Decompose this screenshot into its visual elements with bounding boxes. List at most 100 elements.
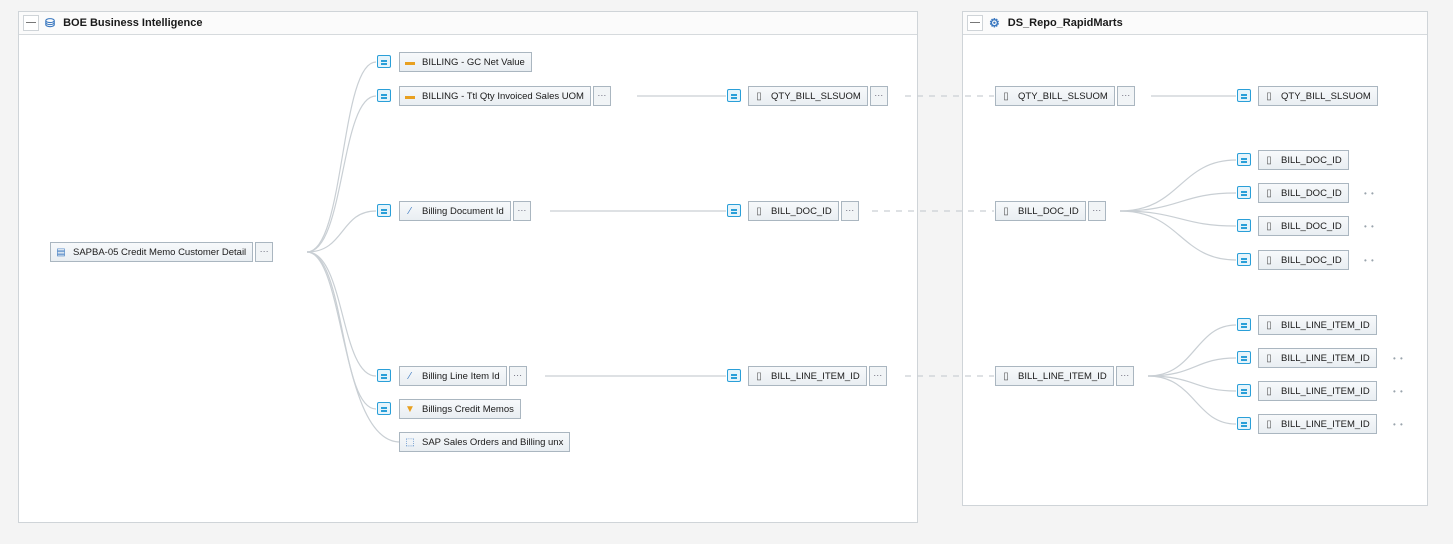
bill-doc-id-leaf-node[interactable]: ▯ BILL_DOC_ID	[1258, 183, 1349, 203]
bill-doc-id-leaf-node[interactable]: ▯ BILL_DOC_ID	[1258, 150, 1349, 170]
more-indicator[interactable]: • •	[1364, 189, 1375, 198]
expand-button[interactable]: ···	[1116, 86, 1135, 106]
node-label: QTY_BILL_SLSUOM	[1018, 90, 1108, 102]
bill-doc-id-leaf-node[interactable]: ▯ BILL_DOC_ID	[1258, 216, 1349, 236]
node-label: BILL_DOC_ID	[1281, 254, 1342, 266]
expand-button[interactable]: ···	[592, 86, 611, 106]
node-label: Billing Line Item Id	[422, 370, 500, 382]
node-label: BILL_LINE_ITEM_ID	[1281, 352, 1370, 364]
node-label: BILL_DOC_ID	[1281, 220, 1342, 232]
lineage-link-icon[interactable]	[727, 89, 741, 102]
measure-icon: ▬	[405, 56, 415, 68]
billing-document-id-node[interactable]: ⁄ Billing Document Id ···	[399, 201, 531, 221]
panel-title: BOE Business Intelligence	[63, 17, 203, 29]
node-label: SAPBA-05 Credit Memo Customer Detail	[73, 246, 247, 258]
lineage-link-icon[interactable]	[1237, 384, 1251, 397]
lineage-link-icon[interactable]	[1237, 153, 1251, 166]
expand-button[interactable]: ···	[1115, 366, 1134, 386]
column-icon: ▯	[1266, 418, 1272, 430]
qty-bill-slsuom-mid-node[interactable]: ▯ QTY_BILL_SLSUOM ···	[748, 86, 888, 106]
lineage-link-icon[interactable]	[1237, 417, 1251, 430]
column-icon: ▯	[1266, 187, 1272, 199]
lineage-link-icon[interactable]	[377, 55, 391, 68]
expand-button[interactable]: ···	[508, 366, 527, 386]
lineage-link-icon[interactable]	[1237, 219, 1251, 232]
expand-button[interactable]: ···	[512, 201, 531, 221]
lineage-link-icon[interactable]	[377, 89, 391, 102]
sales-orders-universe-node[interactable]: ⬚ SAP Sales Orders and Billing unx	[399, 432, 571, 452]
lineage-link-icon[interactable]	[1237, 351, 1251, 364]
lineage-link-icon[interactable]	[1237, 253, 1251, 266]
universe-icon: ⬚	[405, 436, 415, 448]
lineage-link-icon[interactable]	[377, 369, 391, 382]
expand-button[interactable]: ···	[255, 242, 274, 262]
qty-bill-slsuom-ds-node[interactable]: ▯ QTY_BILL_SLSUOM ···	[995, 86, 1135, 106]
node-label: BILL_DOC_ID	[1281, 187, 1342, 199]
lineage-link-icon[interactable]	[727, 369, 741, 382]
node-label: BILL_DOC_ID	[1281, 154, 1342, 166]
data-services-icon: ⚙	[989, 16, 1000, 30]
filter-icon: ▼	[405, 403, 415, 415]
column-icon: ▯	[1266, 385, 1272, 397]
node-label: Billings Credit Memos	[422, 403, 514, 415]
column-icon: ▯	[1003, 370, 1009, 382]
collapse-button[interactable]: —	[967, 15, 983, 31]
lineage-link-icon[interactable]	[1237, 186, 1251, 199]
root-report-node[interactable]: ▤ SAPBA-05 Credit Memo Customer Detail ·…	[50, 242, 274, 262]
node-label: BILL_LINE_ITEM_ID	[1018, 370, 1107, 382]
bill-line-item-id-leaf-node[interactable]: ▯ BILL_LINE_ITEM_ID	[1258, 315, 1377, 335]
column-icon: ▯	[1266, 220, 1272, 232]
node-label: SAP Sales Orders and Billing unx	[422, 436, 564, 448]
expand-button[interactable]: ···	[869, 86, 888, 106]
column-icon: ▯	[1266, 352, 1272, 364]
bill-line-item-id-ds-node[interactable]: ▯ BILL_LINE_ITEM_ID ···	[995, 366, 1134, 386]
bill-line-item-id-leaf-node[interactable]: ▯ BILL_LINE_ITEM_ID	[1258, 381, 1377, 401]
column-icon: ▯	[1266, 319, 1272, 331]
bill-line-item-id-leaf-node[interactable]: ▯ BILL_LINE_ITEM_ID	[1258, 414, 1377, 434]
lineage-link-icon[interactable]	[1237, 89, 1251, 102]
column-icon: ▯	[1266, 254, 1272, 266]
gc-net-value-node[interactable]: ▬ BILLING - GC Net Value	[399, 52, 532, 72]
lineage-link-icon[interactable]	[377, 402, 391, 415]
ttl-qty-node[interactable]: ▬ BILLING - Ttl Qty Invoiced Sales UOM ·…	[399, 86, 611, 106]
node-label: BILL_LINE_ITEM_ID	[1281, 418, 1370, 430]
bill-line-item-id-mid-node[interactable]: ▯ BILL_LINE_ITEM_ID ···	[748, 366, 887, 386]
dimension-icon: ⁄	[409, 205, 411, 217]
node-label: BILL_LINE_ITEM_ID	[1281, 319, 1370, 331]
bill-doc-id-mid-node[interactable]: ▯ BILL_DOC_ID ···	[748, 201, 859, 221]
column-icon: ▯	[1266, 90, 1272, 102]
bill-line-item-id-leaf-node[interactable]: ▯ BILL_LINE_ITEM_ID	[1258, 348, 1377, 368]
expand-button[interactable]: ···	[1087, 201, 1106, 221]
node-label: BILL_LINE_ITEM_ID	[1281, 385, 1370, 397]
more-indicator[interactable]: • •	[1393, 420, 1404, 429]
column-icon: ▯	[1003, 90, 1009, 102]
column-icon: ▯	[1003, 205, 1009, 217]
lineage-link-icon[interactable]	[377, 204, 391, 217]
boe-panel-header: — ⛁ BOE Business Intelligence	[19, 12, 917, 35]
bill-doc-id-ds-node[interactable]: ▯ BILL_DOC_ID ···	[995, 201, 1106, 221]
qty-bill-slsuom-leaf-node[interactable]: ▯ QTY_BILL_SLSUOM	[1258, 86, 1378, 106]
column-icon: ▯	[1266, 154, 1272, 166]
node-label: Billing Document Id	[422, 205, 504, 217]
expand-button[interactable]: ···	[868, 366, 887, 386]
panel-title: DS_Repo_RapidMarts	[1007, 17, 1123, 29]
node-label: BILL_DOC_ID	[771, 205, 832, 217]
dimension-icon: ⁄	[409, 370, 411, 382]
lineage-link-icon[interactable]	[1237, 318, 1251, 331]
column-icon: ▯	[756, 205, 762, 217]
expand-button[interactable]: ···	[840, 201, 859, 221]
more-indicator[interactable]: • •	[1393, 387, 1404, 396]
report-doc-icon: ▤	[56, 246, 66, 258]
more-indicator[interactable]: • •	[1364, 222, 1375, 231]
node-label: BILL_DOC_ID	[1018, 205, 1079, 217]
billings-credit-memos-node[interactable]: ▼ Billings Credit Memos	[399, 399, 521, 419]
billing-line-item-id-node[interactable]: ⁄ Billing Line Item Id ···	[399, 366, 527, 386]
bi-platform-icon: ⛁	[45, 16, 56, 30]
lineage-link-icon[interactable]	[727, 204, 741, 217]
more-indicator[interactable]: • •	[1364, 256, 1375, 265]
bill-doc-id-leaf-node[interactable]: ▯ BILL_DOC_ID	[1258, 250, 1349, 270]
ds-panel-header: — ⚙ DS_Repo_RapidMarts	[963, 12, 1427, 35]
more-indicator[interactable]: • •	[1393, 354, 1404, 363]
measure-icon: ▬	[405, 90, 415, 102]
collapse-button[interactable]: —	[23, 15, 39, 31]
